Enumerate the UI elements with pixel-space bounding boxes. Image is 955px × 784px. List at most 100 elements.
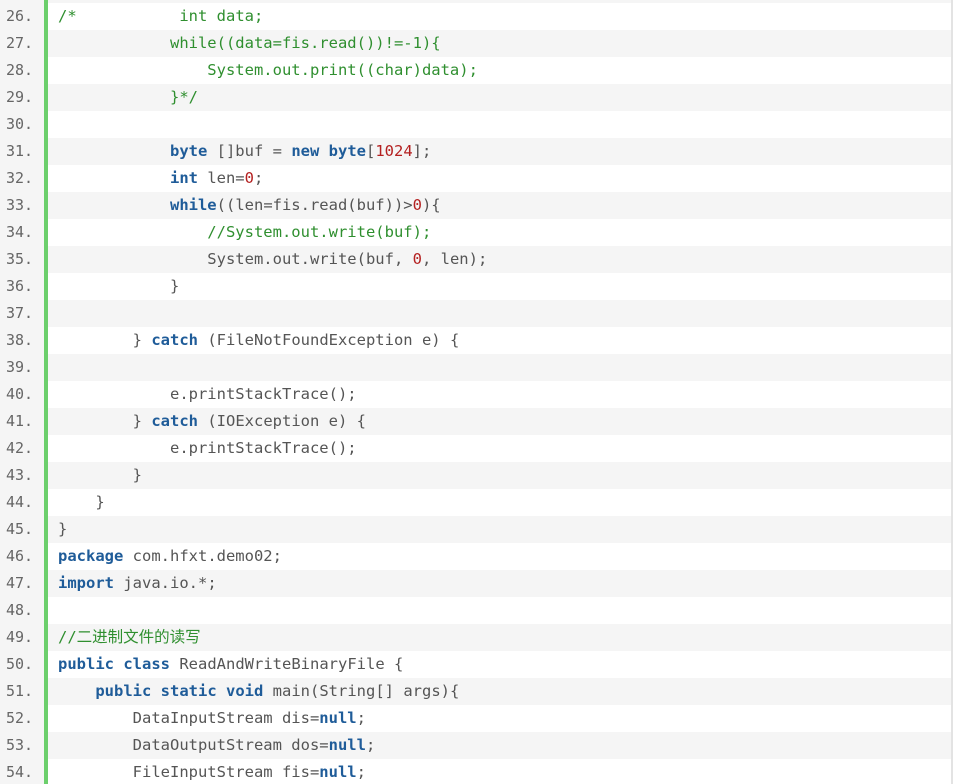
line-number: 43.	[0, 462, 44, 489]
code-token: null	[328, 736, 366, 754]
code-token: ];	[412, 142, 432, 160]
code-token: (FileNotFoundException e) {	[198, 331, 460, 349]
code-line: 41. } catch (IOException e) {	[0, 408, 951, 435]
code-line: 38. } catch (FileNotFoundException e) {	[0, 327, 951, 354]
code-line: 43. }	[0, 462, 951, 489]
code-token: while	[169, 196, 217, 214]
code-token: }	[58, 493, 105, 511]
code-text: System.out.write(buf, 0, len);	[58, 246, 487, 273]
code-line: 39.	[0, 354, 951, 381]
code-line: 49.//二进制文件的读写	[0, 624, 951, 651]
line-number: 52.	[0, 705, 44, 732]
code-line: 27. while((data=fis.read())!=-1){	[0, 30, 951, 57]
code-token: import	[58, 574, 114, 592]
code-text: public class ReadAndWriteBinaryFile {	[58, 651, 403, 678]
code-token: null	[319, 763, 357, 781]
code-line: 35. System.out.write(buf, 0, len);	[0, 246, 951, 273]
code-text: }	[58, 273, 179, 300]
code-token: while((data=fis.read())!=-1){	[58, 34, 441, 52]
code-token: byte	[328, 142, 366, 160]
code-token: void	[226, 682, 264, 700]
code-text: }*/	[58, 84, 198, 111]
code-token: DataOutputStream dos=	[58, 736, 329, 754]
code-token: ;	[356, 763, 366, 781]
code-line: 34. //System.out.write(buf);	[0, 219, 951, 246]
code-token: java.io.*;	[114, 574, 217, 592]
line-number: 40.	[0, 381, 44, 408]
code-text: } catch (FileNotFoundException e) {	[58, 327, 460, 354]
code-line: 42. e.printStackTrace();	[0, 435, 951, 462]
line-number: 27.	[0, 30, 44, 57]
code-text: while((len=fis.read(buf))>0){	[58, 192, 441, 219]
code-line: 51. public static void main(String[] arg…	[0, 678, 951, 705]
code-token: len=	[197, 169, 245, 187]
code-token: }	[58, 331, 152, 349]
code-line: 45.}	[0, 516, 951, 543]
code-token: DataInputStream dis=	[58, 709, 320, 727]
code-line: 53. DataOutputStream dos=null;	[0, 732, 951, 759]
line-number: 36.	[0, 273, 44, 300]
code-token: [	[365, 142, 376, 160]
code-text: e.printStackTrace();	[58, 435, 357, 462]
code-token: //二进制文件的读写	[58, 628, 201, 646]
code-text: e.printStackTrace();	[58, 381, 357, 408]
code-line: 37.	[0, 300, 951, 327]
code-token: ;	[356, 709, 366, 727]
code-token: 1024	[375, 142, 413, 160]
code-token: com.hfxt.demo02;	[123, 547, 282, 565]
code-line: 44. }	[0, 489, 951, 516]
code-text: //System.out.write(buf);	[58, 219, 431, 246]
code-token: public	[95, 682, 152, 700]
code-line: 47.import java.io.*;	[0, 570, 951, 597]
code-token: e.printStackTrace();	[58, 385, 357, 403]
code-line: 54. FileInputStream fis=null;	[0, 759, 951, 784]
code-token: null	[319, 709, 357, 727]
line-number: 37.	[0, 300, 44, 327]
code-token: class	[123, 655, 171, 673]
code-token: }	[58, 466, 142, 484]
code-token: public	[58, 655, 114, 673]
code-text: byte []buf = new byte[1024];	[58, 138, 431, 165]
code-line: 46. package com.hfxt.demo02;	[0, 543, 951, 570]
code-text: }	[58, 516, 67, 543]
code-text: System.out.print((char)data);	[58, 57, 478, 84]
code-token: byte	[169, 142, 208, 160]
code-line: 50.public class ReadAndWriteBinaryFile {	[0, 651, 951, 678]
code-token: System.out.print((char)data);	[58, 61, 478, 79]
code-text: int len=0;	[58, 165, 263, 192]
line-number: 46.	[0, 543, 44, 570]
code-token: main(String[] args){	[263, 682, 460, 700]
code-token: ((len=fis.read(buf))>	[216, 196, 413, 214]
code-line: 40. e.printStackTrace();	[0, 381, 951, 408]
code-line: 28. System.out.print((char)data);	[0, 57, 951, 84]
line-number: 32.	[0, 165, 44, 192]
line-number: 31.	[0, 138, 44, 165]
code-token: }	[58, 520, 68, 538]
line-number: 45.	[0, 516, 44, 543]
code-text: DataOutputStream dos=null;	[58, 732, 376, 759]
line-number: 33.	[0, 192, 44, 219]
code-token: }	[58, 412, 152, 430]
code-token: , len);	[421, 250, 488, 268]
code-token: new	[291, 142, 320, 160]
line-number: 42.	[0, 435, 44, 462]
code-text: }	[58, 462, 142, 489]
code-token: package	[58, 547, 124, 565]
code-token: //System.out.write(buf);	[58, 223, 432, 241]
code-text: import java.io.*;	[58, 570, 217, 597]
code-token: []buf =	[207, 142, 292, 160]
code-line: 29. }*/	[0, 84, 951, 111]
code-token: catch	[151, 412, 198, 430]
line-number: 39.	[0, 354, 44, 381]
code-token: }*/	[58, 88, 198, 106]
code-token	[58, 196, 170, 214]
code-token	[217, 682, 226, 700]
code-token: ){	[421, 196, 441, 214]
code-line: 30.	[0, 111, 951, 138]
line-number: 34.	[0, 219, 44, 246]
line-number: 30.	[0, 111, 44, 138]
code-text: }	[58, 489, 105, 516]
code-token: /*	[58, 7, 180, 25]
code-text: FileInputStream fis=null;	[58, 759, 366, 784]
